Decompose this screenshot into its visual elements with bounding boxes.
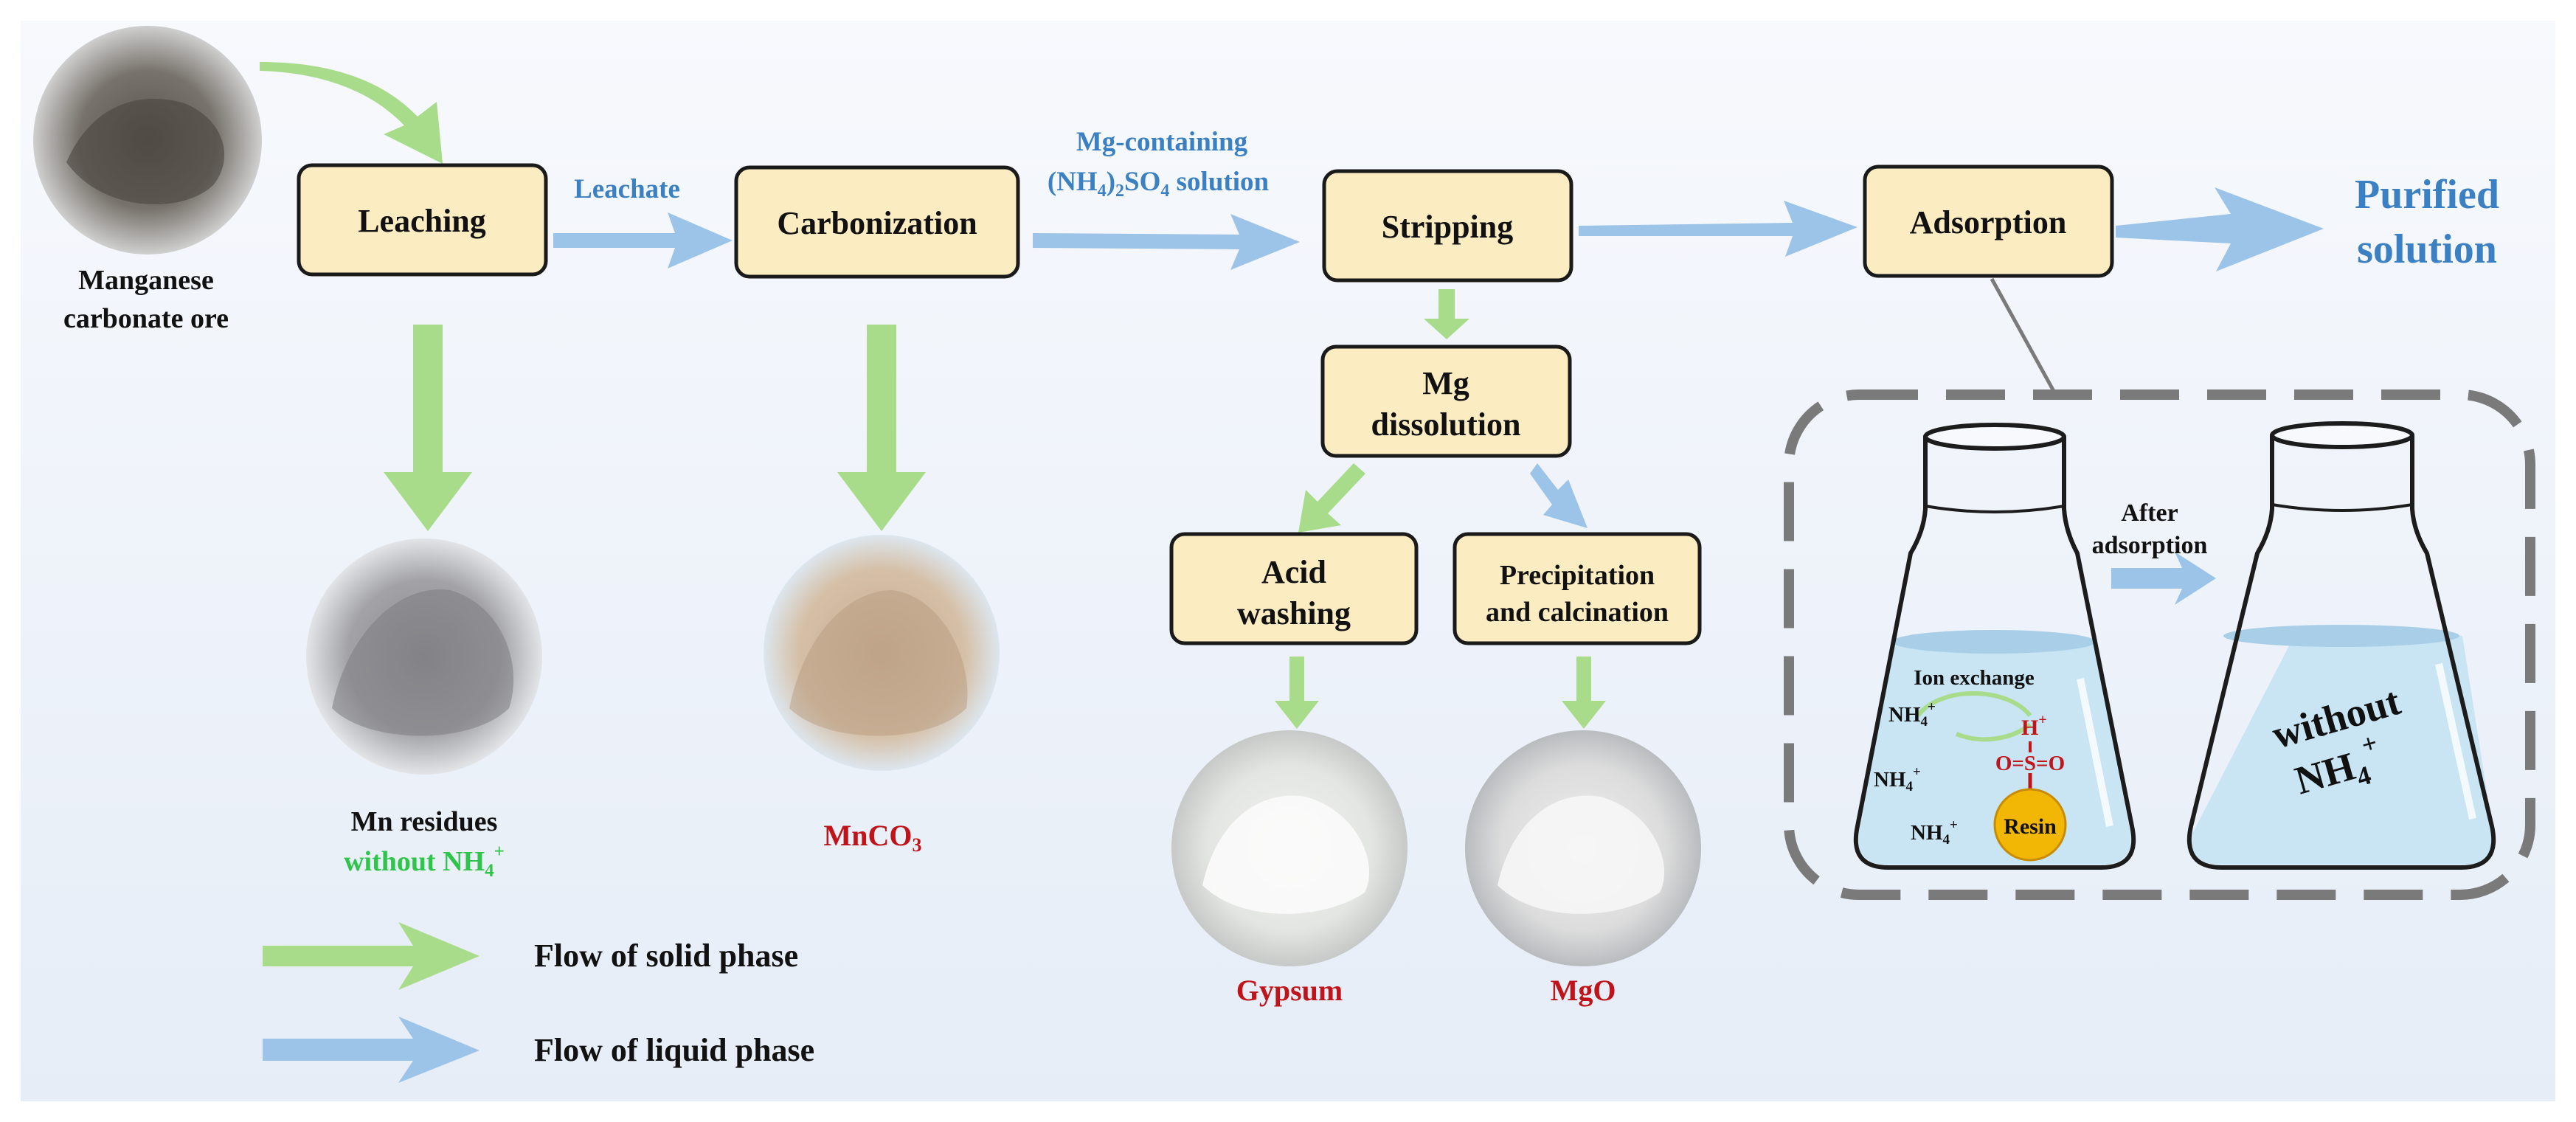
acid-washing-label-2: washing (1237, 595, 1351, 631)
acid-washing-box (1169, 532, 1419, 645)
precipitation-label-2: and calcination (1486, 597, 1669, 628)
stripping-to-mg-arrow (1424, 289, 1469, 339)
mg-dissolution-label-1: Mg (1422, 365, 1469, 401)
mn-residues-label: Mn residues (351, 806, 498, 837)
mn-residue-photo (306, 539, 542, 775)
mg-dissolution-label-2: dissolution (1371, 406, 1521, 443)
adsorption-to-purified-arrow (2116, 187, 2324, 271)
acid-to-gypsum-arrow (1275, 657, 1319, 729)
ore-photo (33, 26, 262, 254)
nh4-ion-2: NH4+ (1874, 764, 1921, 794)
mg-dissolution-box (1320, 344, 1572, 458)
leaching-label: Leaching (358, 203, 486, 239)
legend-solid-label: Flow of solid phase (534, 938, 798, 974)
mgo-label: MgO (1551, 974, 1616, 1007)
carbonization-label: Carbonization (777, 205, 977, 241)
adsorption-inset-label: adsorption (2092, 532, 2208, 559)
resin-label: Resin (2004, 814, 2057, 839)
carbonization-box (734, 165, 1020, 279)
legend-solid-arrow (263, 922, 479, 990)
stripping-label: Stripping (1382, 209, 1514, 245)
ion-exchange-label: Ion exchange (1914, 666, 2035, 690)
legend-liquid-arrow (263, 1017, 479, 1083)
adsorption-label: Adsorption (1910, 204, 2067, 240)
ore-caption-line1: Manganese (78, 265, 214, 296)
precipitation-box (1453, 532, 1702, 645)
sulfonate-label: O=S=O (1995, 752, 2065, 775)
mg-solution-label-1: Mg-containing (1076, 127, 1248, 157)
ore-caption-line2: carbonate ore (63, 303, 229, 334)
carbonization-to-stripping-arrow (1033, 214, 1300, 270)
flask-after (2187, 421, 2496, 870)
leachate-label: Leachate (574, 174, 680, 204)
carbonization-to-mnco3-arrow (837, 325, 926, 531)
leaching-to-carbonization-arrow (553, 212, 733, 269)
precipitation-label-1: Precipitation (1500, 560, 1655, 591)
stripping-box (1322, 169, 1573, 283)
mg-solution-label-2: (NH4)2SO4 solution (1048, 167, 1270, 201)
ore-to-leaching-arrow (260, 62, 443, 164)
stripping-to-adsorption-arrow (1579, 201, 1857, 257)
mg-to-acid-arrow (1298, 463, 1365, 533)
purified-label-2: solution (2357, 226, 2497, 272)
gypsum-photo (1171, 730, 1408, 966)
adsorption-detail-frame (1784, 389, 2535, 900)
leaching-box (297, 163, 548, 277)
gypsum-label: Gypsum (1236, 974, 1343, 1007)
resin-bead (1993, 788, 2067, 862)
acid-washing-label-1: Acid (1261, 554, 1326, 590)
nh4-ion-3: NH4+ (1911, 817, 1958, 848)
without-nh4-label: without NH4+ (344, 842, 505, 881)
flask-before (1853, 423, 2136, 870)
leaching-to-residue-arrow (384, 325, 472, 531)
purified-label-1: Purified (2355, 172, 2499, 218)
mnco3-label: MnCO3 (824, 819, 922, 856)
legend-liquid-label: Flow of liquid phase (534, 1032, 814, 1068)
adsorption-box (1863, 165, 2114, 278)
mg-to-precip-arrow (1530, 463, 1588, 528)
mgo-photo (1465, 730, 1701, 966)
proton-label: H+ (2021, 712, 2047, 740)
mnco3-photo (764, 535, 1000, 771)
precip-to-mgo-arrow (1562, 657, 1606, 729)
inset-connector-line (1990, 277, 2057, 394)
after-label: After (2121, 499, 2178, 527)
inset-transfer-arrow (2111, 552, 2216, 605)
nh4-ion-1: NH4+ (1888, 699, 1936, 730)
